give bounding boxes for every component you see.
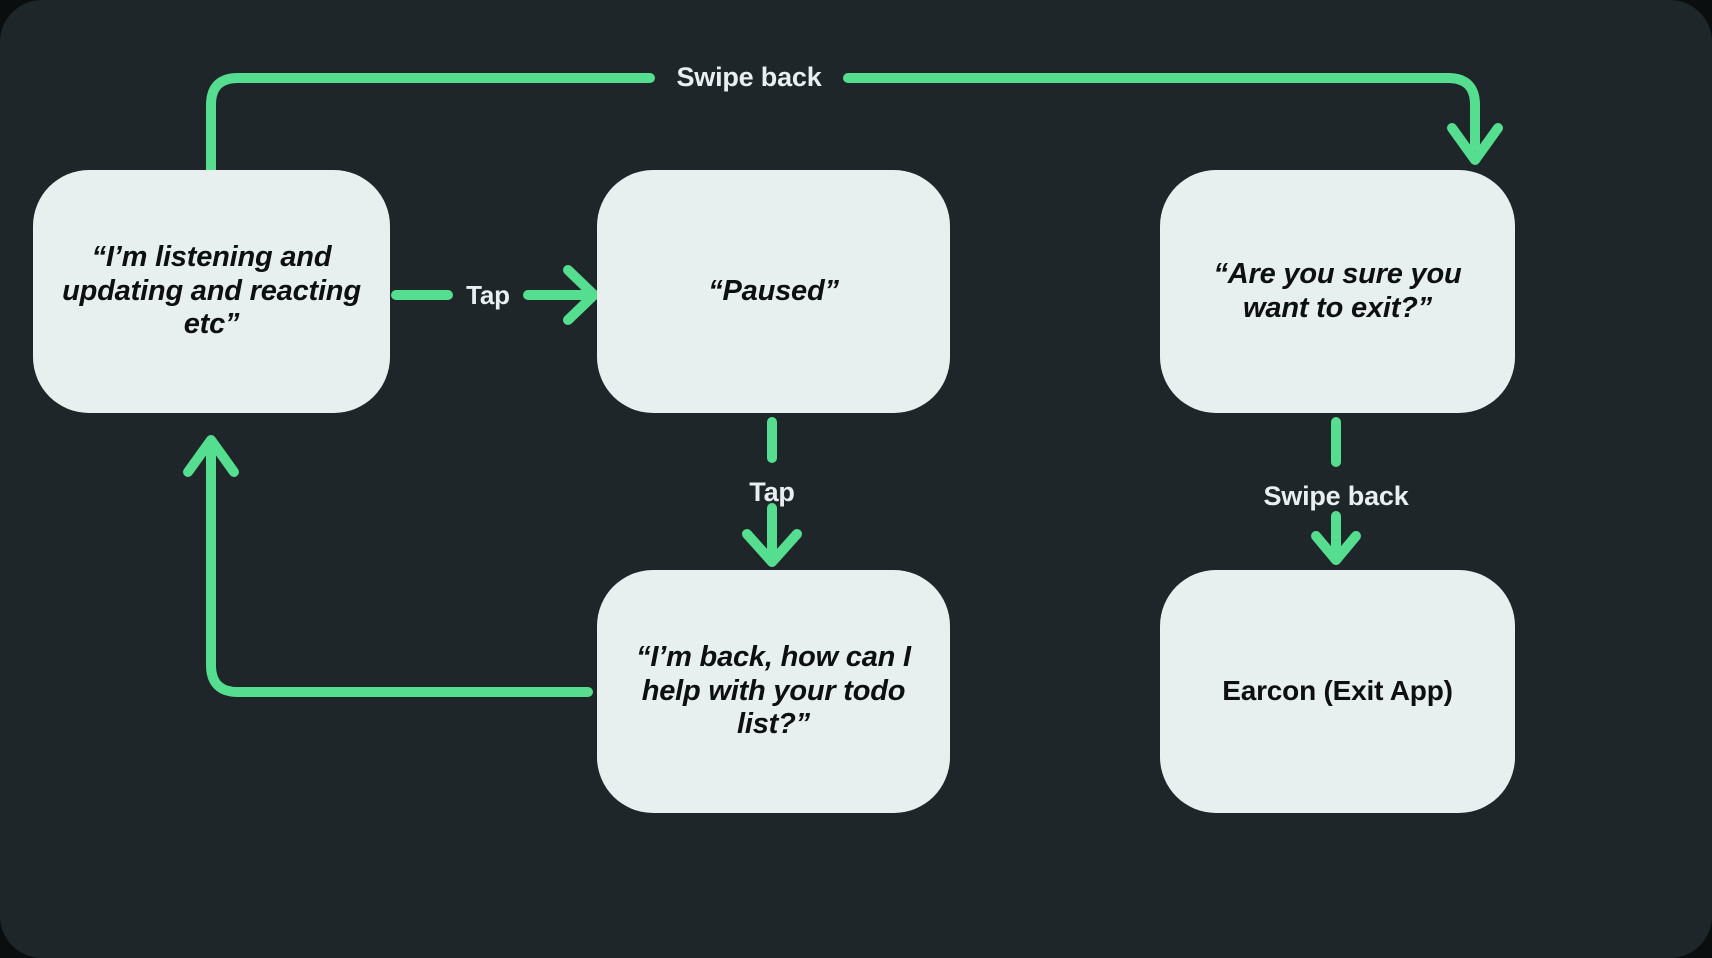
edge-label-tap-vertical: Tap [749,477,795,507]
node-listening[interactable]: “I’m listening and updating and reacting… [33,170,390,413]
edge-listening-to-confirm-line-right [843,73,1480,151]
node-confirm-exit-label: “Are you sure you want to exit?” [1213,257,1462,324]
edge-back-todo-to-listening-line [206,447,593,697]
node-listening-label: “I’m listening and updating and reacting… [62,240,361,341]
edge-label-tap-horizontal: Tap [466,280,510,310]
node-earcon-exit[interactable]: Earcon (Exit App) [1160,570,1515,813]
edge-listening-to-paused-arrowhead [563,265,599,325]
node-paused[interactable]: “Paused” [597,170,950,413]
edge-confirm-to-earcon-arrowhead [1311,531,1361,565]
node-back-todo[interactable]: “I’m back, how can I help with your todo… [597,570,950,813]
edge-label-swipe-back-top: Swipe back [676,62,822,92]
edge-listening-to-confirm-arrowhead [1447,123,1503,165]
edge-paused-to-back-todo-arrowhead [742,529,802,567]
edge-back-todo-to-listening-arrowhead [183,435,239,477]
edge-listening-to-confirm-line [206,73,655,177]
node-confirm-exit[interactable]: “Are you sure you want to exit?” [1160,170,1515,413]
node-earcon-exit-label: Earcon (Exit App) [1222,675,1453,707]
node-back-todo-label: “I’m back, how can I help with your todo… [636,640,911,741]
edge-label-swipe-back-right: Swipe back [1263,481,1409,511]
node-paused-label: “Paused” [708,274,839,307]
